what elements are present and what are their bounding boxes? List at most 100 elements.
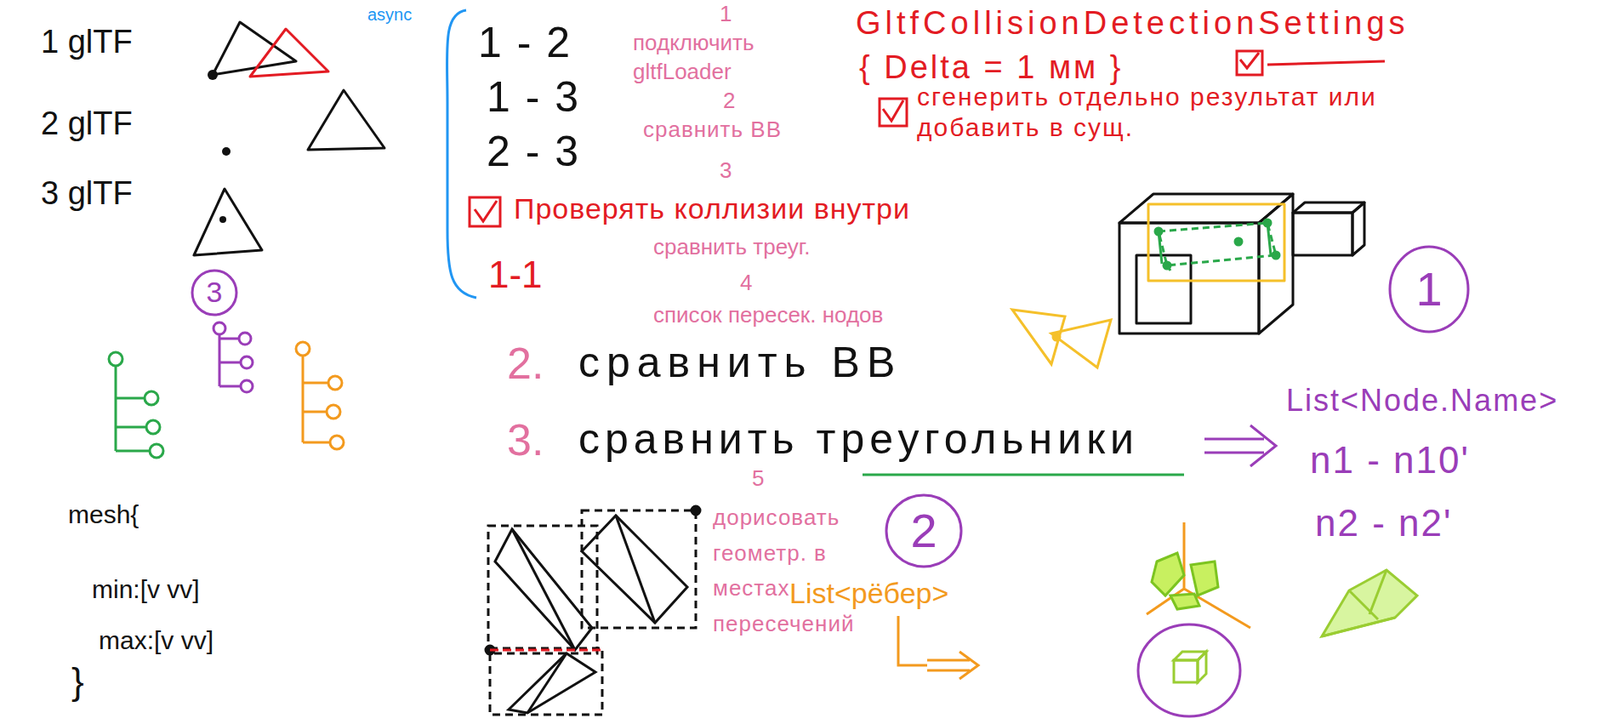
async-bracket bbox=[446, 10, 477, 298]
cube-sketch bbox=[1138, 624, 1241, 717]
node-text-group: 1 bbox=[1415, 262, 1442, 316]
step-number: 5 bbox=[751, 466, 764, 492]
tree-sketch bbox=[144, 391, 159, 405]
pair-label: 1-1 bbox=[488, 253, 543, 297]
tree-sketch bbox=[149, 444, 164, 458]
triangle-sketch bbox=[219, 216, 227, 223]
triangle-sketch bbox=[207, 69, 218, 80]
callout-number: 2 bbox=[910, 504, 937, 558]
step-number: 2. bbox=[506, 338, 544, 390]
tree-sketch bbox=[108, 322, 344, 458]
tree-sketch bbox=[240, 356, 253, 369]
step-number: 1 bbox=[719, 1, 732, 28]
tree-sketch bbox=[115, 365, 150, 451]
triangulation-sketch bbox=[581, 510, 696, 628]
option-text: Проверять коллизии внутри bbox=[513, 192, 911, 226]
intersect-sketch bbox=[1012, 309, 1111, 368]
part-sketch bbox=[1272, 251, 1280, 259]
triangulation-sketch bbox=[485, 506, 701, 713]
triangulation-sketch bbox=[581, 515, 688, 623]
part-sketch bbox=[1119, 222, 1259, 334]
model-label: 2 glTF bbox=[40, 105, 133, 143]
intersect-sketch bbox=[1053, 333, 1060, 341]
double-arrow bbox=[1204, 425, 1276, 467]
tree-sketch bbox=[239, 332, 251, 345]
result-type: List<Node.Name> bbox=[1286, 382, 1559, 418]
checkbox bbox=[1236, 51, 1263, 75]
step-number: 3. bbox=[506, 415, 544, 467]
result-pair: n2 - n2' bbox=[1315, 501, 1452, 546]
checkbox bbox=[474, 200, 497, 222]
pair-label: 1 - 2 bbox=[478, 18, 572, 69]
pair-label: 1 - 3 bbox=[486, 73, 581, 123]
cube-sketch bbox=[1173, 660, 1198, 683]
triangle-sketch bbox=[250, 28, 329, 77]
tree-sketch bbox=[330, 435, 344, 450]
setting-text: { Delta = 1 мм } bbox=[859, 49, 1123, 87]
checkbox bbox=[879, 98, 907, 126]
step-text: сравнить BB bbox=[643, 117, 782, 143]
tree-sketch bbox=[296, 341, 310, 356]
code-text: max:[v vv] bbox=[98, 626, 214, 656]
axes-sketch bbox=[1146, 522, 1251, 628]
triangle-sketch bbox=[307, 90, 385, 150]
result-pair: n1 - n10' bbox=[1309, 438, 1470, 483]
part-sketch bbox=[1158, 222, 1276, 266]
axes-sketch bbox=[1151, 552, 1185, 596]
axes-sketch bbox=[1190, 561, 1219, 596]
circled-number: 2 bbox=[884, 493, 963, 569]
part-sketch bbox=[1155, 219, 1280, 271]
code-text: min:[v vv] bbox=[91, 575, 200, 605]
option-text: сгенерить отдельно результат или добавит… bbox=[916, 81, 1394, 143]
node-text-group: 2 bbox=[910, 504, 937, 558]
axes-sketch bbox=[1146, 522, 1251, 628]
pair-label: 2 - 3 bbox=[486, 127, 581, 177]
step-number: 3 bbox=[719, 158, 732, 184]
step-text: дорисовать геометр. в местах пересечений bbox=[712, 500, 875, 642]
code-text: } bbox=[71, 660, 85, 704]
circle-outline bbox=[192, 270, 237, 315]
part-sketch bbox=[1158, 222, 1271, 271]
step-text: сравнить треуг. bbox=[653, 234, 810, 261]
tree-sketch bbox=[302, 355, 331, 443]
step-number: 2 bbox=[723, 88, 735, 114]
part-sketch bbox=[1148, 204, 1285, 281]
node-text-group: 3 bbox=[206, 276, 223, 308]
tree-sketch bbox=[213, 322, 253, 393]
model-label: 3 glTF bbox=[40, 175, 133, 213]
intersect-sketch bbox=[1012, 309, 1065, 365]
tree-sketch bbox=[213, 322, 226, 335]
result-type: List<рёбер> bbox=[789, 576, 949, 610]
triangulation-sketch bbox=[691, 506, 701, 515]
tree-sketch bbox=[108, 352, 123, 366]
triangulation-sketch bbox=[508, 653, 596, 713]
code-text: mesh{ bbox=[68, 500, 139, 530]
triangulation-sketch bbox=[495, 529, 593, 650]
circle-outline bbox=[886, 495, 962, 567]
circled-number: 3 bbox=[190, 268, 239, 317]
checkbox bbox=[1267, 61, 1385, 65]
checkbox bbox=[882, 100, 904, 121]
edge-arrow bbox=[898, 615, 928, 666]
mesh-sketch bbox=[1321, 569, 1418, 637]
async-label: async bbox=[367, 5, 412, 25]
part-sketch bbox=[1163, 261, 1171, 269]
step-text: подключить gltfLoader bbox=[632, 28, 803, 87]
triangle-sketch bbox=[193, 22, 385, 256]
mesh-sketch bbox=[1321, 569, 1418, 637]
class-name: GltfCollisionDetectionSettings bbox=[855, 5, 1410, 43]
intersect-sketch bbox=[1051, 319, 1111, 368]
checkbox bbox=[469, 197, 501, 227]
part-sketch bbox=[1235, 238, 1242, 245]
callout-number: 1 bbox=[1415, 262, 1442, 316]
double-arrow bbox=[1204, 425, 1276, 467]
step-text: сравнить треугольники bbox=[578, 415, 1139, 465]
part-sketch bbox=[1136, 255, 1191, 324]
axes-sketch bbox=[1170, 593, 1200, 610]
part-sketch bbox=[1258, 193, 1293, 334]
part-sketch bbox=[1119, 193, 1365, 334]
checkbox bbox=[1240, 52, 1259, 69]
async-bracket bbox=[446, 10, 477, 298]
tree-sketch bbox=[108, 352, 164, 458]
